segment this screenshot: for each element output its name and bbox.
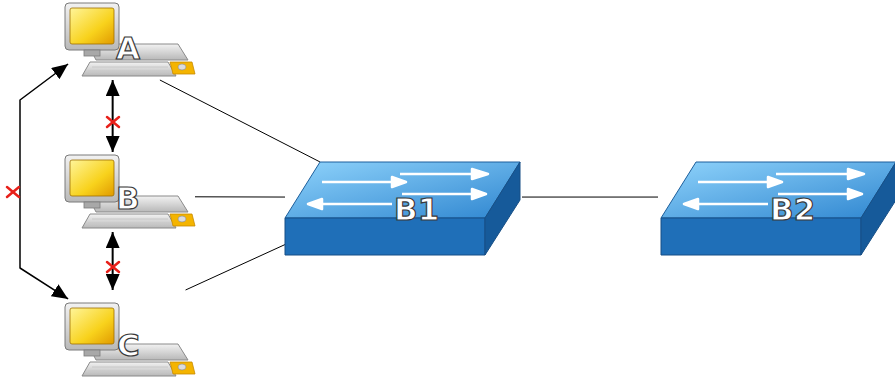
network-link bbox=[160, 80, 320, 162]
blocked-mark bbox=[7, 117, 119, 272]
communication-arrow bbox=[20, 64, 68, 299]
node-label: C bbox=[117, 328, 140, 362]
computer-node: A bbox=[60, 0, 195, 80]
node-label: B2 bbox=[770, 192, 815, 226]
computer-icon bbox=[65, 3, 195, 76]
communication-arrow bbox=[112, 232, 114, 290]
switch-node: B2 bbox=[658, 160, 895, 255]
network-link bbox=[195, 196, 285, 197]
node-label: A bbox=[116, 31, 140, 65]
network-link bbox=[186, 245, 285, 290]
network-link bbox=[522, 197, 658, 198]
switch-icon bbox=[285, 162, 520, 255]
computer-icon bbox=[65, 303, 195, 376]
computer-icon bbox=[65, 155, 195, 228]
computer-node: B bbox=[60, 152, 195, 232]
switch-icon bbox=[661, 162, 895, 255]
computer-node: C bbox=[60, 290, 195, 379]
node-label: B bbox=[116, 181, 140, 215]
switch-node: B1 bbox=[282, 160, 522, 255]
communication-arrow bbox=[112, 80, 114, 152]
node-label: B1 bbox=[394, 192, 439, 226]
